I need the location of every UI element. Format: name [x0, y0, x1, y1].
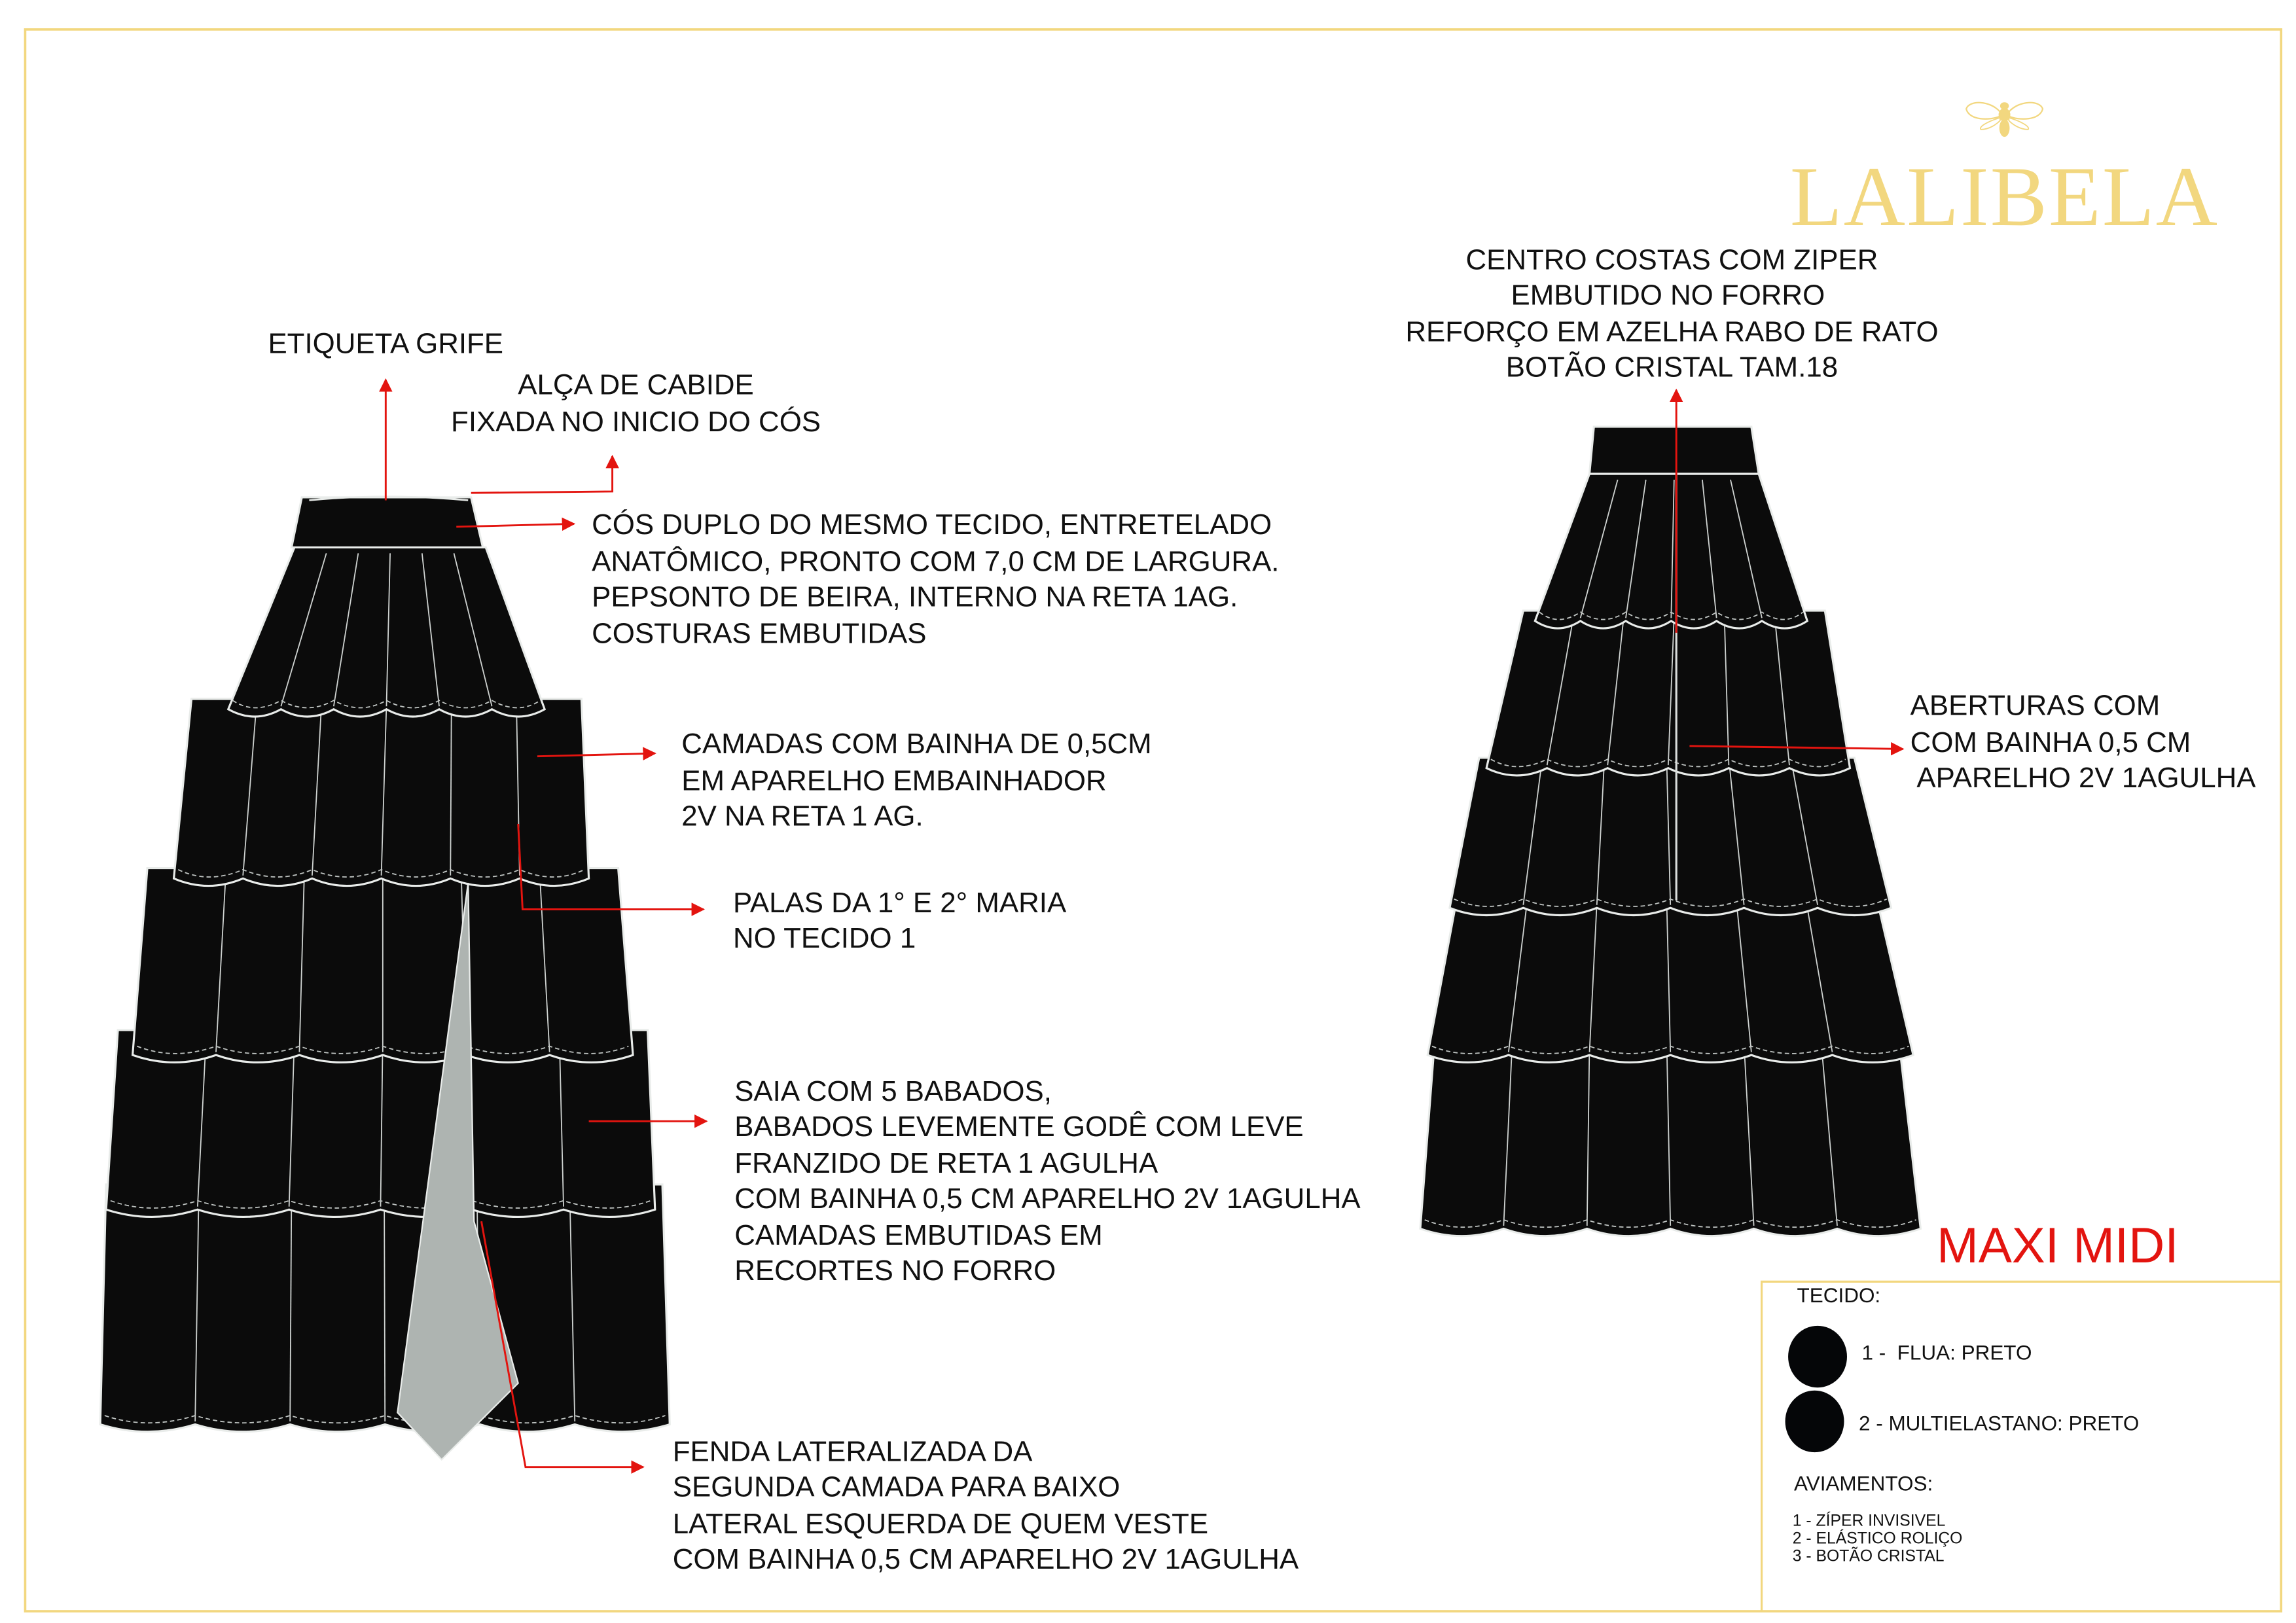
pleat-line: [1586, 1043, 1590, 1226]
pleat-line: [1503, 1043, 1513, 1226]
fabric-item-1: 1 - FLUA: PRETO: [1861, 1342, 2032, 1364]
fabric-swatch-1: [1788, 1325, 1847, 1388]
ruffle-tier: [1426, 896, 1915, 1063]
pleat-line: [1743, 1043, 1755, 1226]
tecido-title: TECIDO:: [1797, 1284, 1881, 1307]
pleat-line: [1666, 903, 1672, 1052]
pleat-line: [242, 704, 257, 876]
hem-stitch: [1490, 758, 1846, 768]
pleat-line: [1507, 903, 1528, 1052]
pleat-line: [194, 1190, 200, 1421]
materials-legend: TECIDO: 1 - FLUA: PRETO 2 - MULTIELASTAN…: [1761, 1280, 2282, 1612]
ruffle-tier: [105, 1029, 656, 1218]
ruffle-tier: [1419, 1036, 1922, 1238]
arrow-cos: [456, 517, 576, 531]
pleat-line: [380, 704, 387, 876]
hem-stitch: [177, 868, 585, 878]
ruffle-tier: [226, 546, 547, 718]
hem-stitch: [1431, 1045, 1909, 1054]
pleat-line: [312, 704, 323, 876]
pleat-line: [1791, 763, 1818, 905]
pleat-line: [1723, 616, 1730, 766]
pleat-line: [450, 704, 452, 876]
legend-border: [1761, 1280, 2282, 1612]
callout-saia: SAIA COM 5 BABADOS,BABADOS LEVEMENTE GOD…: [734, 1075, 1369, 1287]
hanger-loop: [309, 495, 469, 501]
pleat-line: [332, 553, 359, 707]
brand-logo: LALIBELA: [1790, 150, 2219, 244]
hem-stitch: [104, 1415, 666, 1424]
pleat-line: [380, 1035, 384, 1207]
pleat-line: [280, 553, 327, 707]
aviamentos-title: AVIAMENTOS:: [1794, 1472, 1933, 1495]
pleat-line: [569, 1190, 576, 1421]
pleat-line: [539, 874, 550, 1052]
pleat-line: [1667, 616, 1675, 766]
pleat-line: [288, 1035, 295, 1207]
pleat-line: [1625, 479, 1647, 618]
pleat-line: [1666, 1043, 1672, 1226]
pleat-line: [1666, 763, 1672, 905]
bee-icon: [1965, 101, 2044, 137]
pleat-line: [1806, 903, 1833, 1052]
pleat-line: [1820, 1043, 1838, 1226]
pleat-line: [421, 553, 440, 707]
front-skirt-drawing: [99, 495, 671, 1461]
arrow-camadas: [537, 747, 656, 760]
aviamentos-list: 1 - ZÍPER INVISIVEL 2 - ELÁSTICO ROLIÇO …: [1793, 1512, 1967, 1565]
callout-arrows: [379, 378, 1905, 1474]
pleat-line: [298, 874, 305, 1052]
ruffle-tier: [1485, 609, 1852, 777]
fabric-swatch-2: [1785, 1390, 1844, 1453]
pleat-line: [1588, 903, 1598, 1052]
pleat-line: [384, 1190, 386, 1421]
ruffle-tier: [1448, 757, 1893, 916]
pleat-line: [1546, 616, 1575, 766]
hem-stitch: [110, 1200, 651, 1209]
pleat-line: [558, 1035, 564, 1207]
waistband: [1588, 425, 1760, 475]
pleat-line: [453, 553, 493, 707]
pleat-line: [1774, 616, 1790, 766]
arrow-palas: [517, 824, 706, 916]
hem-stitch: [1454, 898, 1888, 907]
pleat-line: [386, 553, 391, 707]
pleat-line: [1579, 479, 1619, 618]
ruffle-tier: [1534, 473, 1809, 630]
arrow-alca: [471, 454, 619, 494]
page-frame: [24, 28, 2283, 1613]
hem-stitch: [137, 1045, 629, 1054]
pleat-line: [1522, 763, 1543, 905]
hem-stitch: [232, 700, 541, 709]
pleat-line: [1702, 479, 1717, 618]
pleat-line: [1596, 763, 1605, 905]
pleat-line: [1729, 763, 1745, 905]
arrow-fenda: [480, 1221, 645, 1474]
back-skirt-drawing: [1419, 425, 1922, 1238]
ruffle-tier: [172, 698, 590, 887]
hem-stitch: [1539, 611, 1804, 620]
callout-etiqueta: ETIQUETA GRIFE: [268, 328, 503, 360]
pleat-line: [1730, 479, 1763, 618]
side-slit: [397, 882, 519, 1461]
pleat-line: [197, 1035, 207, 1207]
hem-stitch: [1424, 1219, 1917, 1228]
pleat-line: [1670, 479, 1675, 618]
waistband: [290, 496, 484, 548]
arrow-aberturas: [1689, 741, 1905, 756]
pleat-line: [289, 1190, 293, 1421]
pleat-line: [1607, 616, 1624, 766]
fabric-item-2: 2 - MULTIELASTANO: PRETO: [1859, 1412, 2139, 1435]
pleat-line: [1736, 903, 1752, 1052]
model-name: MAXI MIDI: [1937, 1218, 2178, 1274]
pleat-line: [215, 874, 226, 1052]
